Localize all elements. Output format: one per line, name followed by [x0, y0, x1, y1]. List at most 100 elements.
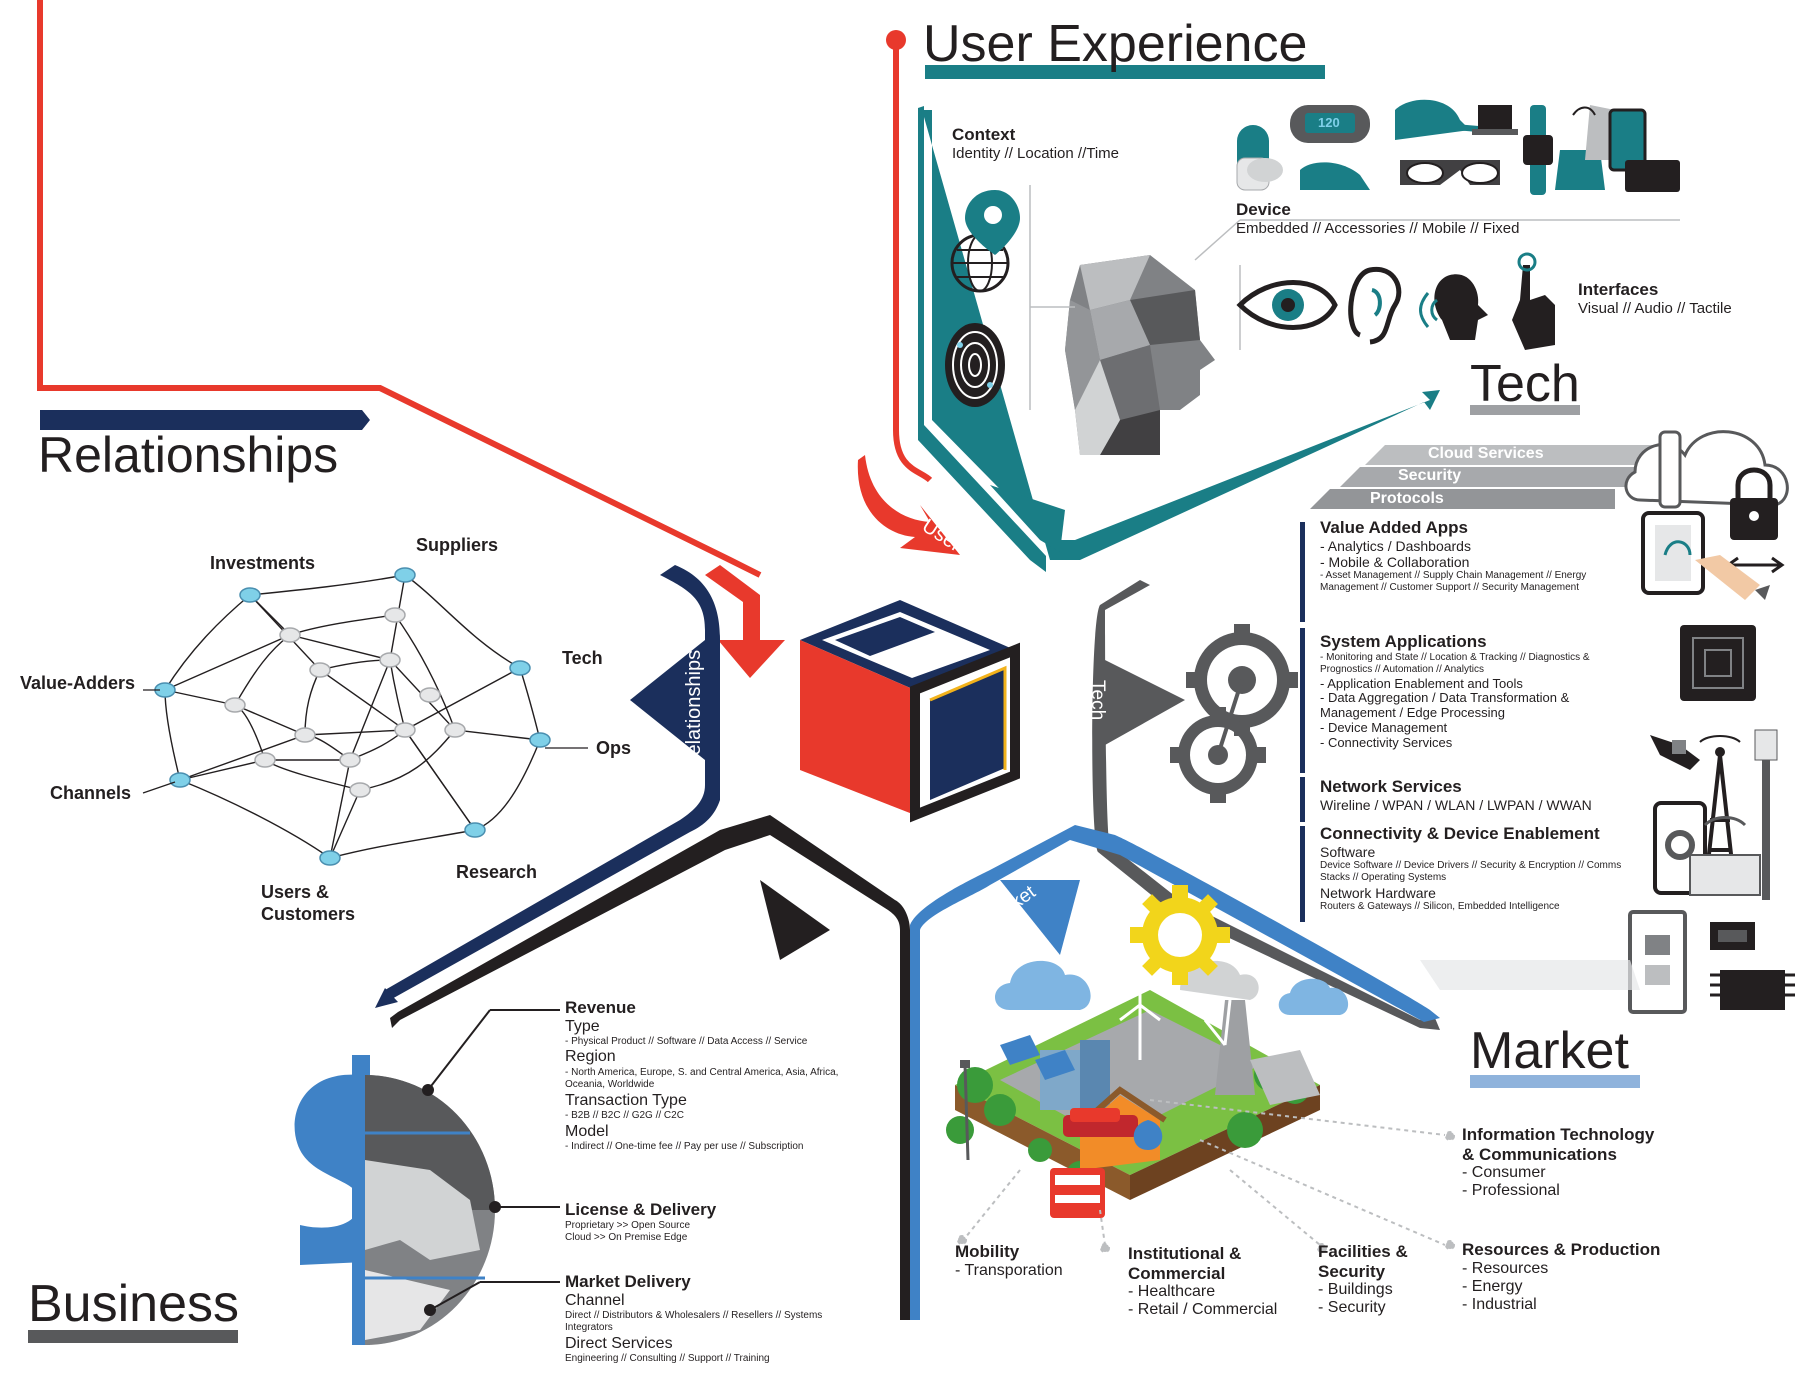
ict-item-2: - Professional: [1462, 1182, 1560, 1200]
ux-red-dot: [886, 30, 906, 50]
node-research: Research: [456, 862, 538, 882]
direct-small: Engineering // Consulting // Support // …: [565, 1353, 770, 1365]
node-investments: Investments: [210, 553, 316, 573]
system-item-1: - Application Enablement and Tools: [1320, 675, 1523, 691]
type-label: Type: [565, 1017, 600, 1035]
region-label: Region: [565, 1048, 616, 1066]
facilities-item-2: - Security: [1318, 1299, 1386, 1317]
location-globe-icon: [950, 190, 1020, 293]
ict-title-2: & Communications: [1462, 1144, 1617, 1164]
business-title-bar: [28, 1330, 238, 1343]
channel-label: Channel: [565, 1291, 625, 1309]
transaction-label: Transaction Type: [565, 1091, 687, 1109]
relationships-title-bar: [40, 410, 370, 430]
system-small: - Monitoring and State // Location & Tra…: [1320, 651, 1590, 676]
device-sub: Embedded // Accessories // Mobile // Fix…: [1236, 219, 1520, 237]
relationships-red-arrowhead: [705, 565, 785, 678]
node-suppliers: Suppliers: [416, 535, 499, 555]
eye-icon: [1236, 280, 1338, 330]
market-title-bar: [1470, 1075, 1640, 1088]
fingerprint-icon: [945, 323, 1005, 407]
value-added-item-1: - Analytics / Dashboards: [1320, 537, 1471, 554]
system-item-3: - Device Management: [1320, 720, 1448, 736]
institutional-item-2: - Retail / Commercial: [1128, 1301, 1278, 1319]
cloud-icons: [995, 960, 1349, 1015]
license-small-1: Proprietary >> Open Source: [565, 1219, 691, 1231]
network-sub: Wireline / WPAN / WLAN / LWPAN / WWAN: [1320, 796, 1592, 813]
node-channels: Channels: [50, 783, 132, 803]
system-item-2: - Data Aggregation / Data Transformation…: [1320, 690, 1570, 721]
facilities-title-2: Security: [1318, 1261, 1386, 1281]
business-revenue: Revenue Type - Physical Product // Softw…: [565, 998, 875, 1154]
context-sub: Identity // Location //Time: [952, 144, 1120, 162]
value-added-title: Value Added Apps: [1320, 518, 1468, 537]
ux-red-line: [893, 40, 933, 483]
tech-arm-label: Tech: [1087, 680, 1108, 721]
phone-touch-icon: [1641, 511, 1770, 701]
business-leaders: [422, 1009, 560, 1316]
direct-label: Direct Services: [565, 1334, 673, 1352]
relationships-label-leaders: [142, 689, 588, 794]
facilities-item-1: - Buildings: [1318, 1281, 1393, 1299]
ux-title: User Experience: [923, 15, 1308, 73]
business-license: License & Delivery Proprietary >> Open S…: [565, 1200, 716, 1245]
tech-stack-protocols: Protocols: [1370, 490, 1444, 507]
tech-stack-graphic: [1310, 445, 1655, 509]
devices-icons: [1236, 99, 1680, 195]
resources-item-2: - Energy: [1462, 1277, 1523, 1295]
node-tech: Tech: [562, 648, 603, 668]
ux-red-arrowhead: [857, 455, 960, 555]
device-title: Device: [1236, 200, 1291, 219]
circuit-board-icons: [1628, 910, 1795, 1014]
center-cube-icon: [800, 600, 1020, 823]
system-title: System Applications: [1320, 632, 1487, 651]
license-title: License & Delivery: [565, 1200, 717, 1219]
watch-readout: 120: [1318, 115, 1340, 130]
relationships-red-line: [37, 0, 762, 578]
interfaces-icons: [1236, 252, 1555, 350]
market-institutional: Institutional & Commercial - Healthcare …: [1128, 1244, 1277, 1320]
cloud-lock-icon: [1624, 430, 1789, 574]
channel-small: Direct // Distributors & Wholesalers // …: [565, 1309, 823, 1334]
institutional-title-1: Institutional &: [1128, 1244, 1242, 1263]
market-arm-shape: [910, 825, 1440, 1320]
gears-icon: [1170, 624, 1298, 803]
node-ops: Ops: [596, 738, 632, 758]
node-users: Users &: [261, 882, 330, 902]
value-added-apps: Value Added Apps - Analytics / Dashboard…: [1320, 518, 1620, 595]
network-services: Network Services Wireline / WPAN / WLAN …: [1320, 777, 1592, 813]
node-value-adders: Value-Adders: [20, 673, 136, 693]
revenue-title: Revenue: [565, 998, 636, 1017]
relationships-network-inner-nodes: [224, 607, 466, 798]
ict-item-1: - Consumer: [1462, 1164, 1546, 1182]
connectivity-device-enablement: Connectivity & Device Enablement Softwar…: [1320, 824, 1635, 913]
tech-stack-security: Security: [1398, 467, 1462, 484]
relationships-network-nodes: [154, 567, 551, 866]
ux-arm-shape: [922, 110, 1440, 560]
smart-city-illustration: [946, 960, 1320, 1218]
license-small-2: Cloud >> On Premise Edge: [565, 1232, 688, 1244]
connect-title: Connectivity & Device Enablement: [1320, 824, 1600, 843]
market-facilities: Facilities & Security - Buildings - Secu…: [1318, 1242, 1408, 1318]
ux-title-bar: [925, 65, 1325, 79]
node-customers: Customers: [261, 904, 356, 924]
mobility-title: Mobility: [955, 1242, 1020, 1261]
value-added-small: - Asset Management // Supply Chain Manag…: [1320, 569, 1587, 594]
ux-head-icon: [1065, 255, 1215, 455]
model-small: - Indirect // One-time fee // Pay per us…: [565, 1141, 804, 1153]
sun-icon: [1130, 885, 1230, 985]
hardware-label: Network Hardware: [1320, 884, 1436, 901]
tower-satellite-icons: [1650, 729, 1778, 900]
region-small: - North America, Europe, S. and Central …: [565, 1066, 839, 1091]
software-label: Software: [1320, 843, 1376, 860]
market-mobility: Mobility - Transporation: [955, 1242, 1063, 1280]
market-resources: Resources & Production - Resources - Ene…: [1462, 1240, 1660, 1315]
voice-icon: [1434, 274, 1488, 340]
market-leaders: [957, 1099, 1455, 1253]
ear-icon: [1348, 266, 1402, 345]
dollar-globe-icon: [294, 1055, 495, 1345]
type-small: - Physical Product // Software // Data A…: [565, 1035, 808, 1047]
ux-device: Device Embedded // Accessories // Mobile…: [1236, 200, 1519, 237]
